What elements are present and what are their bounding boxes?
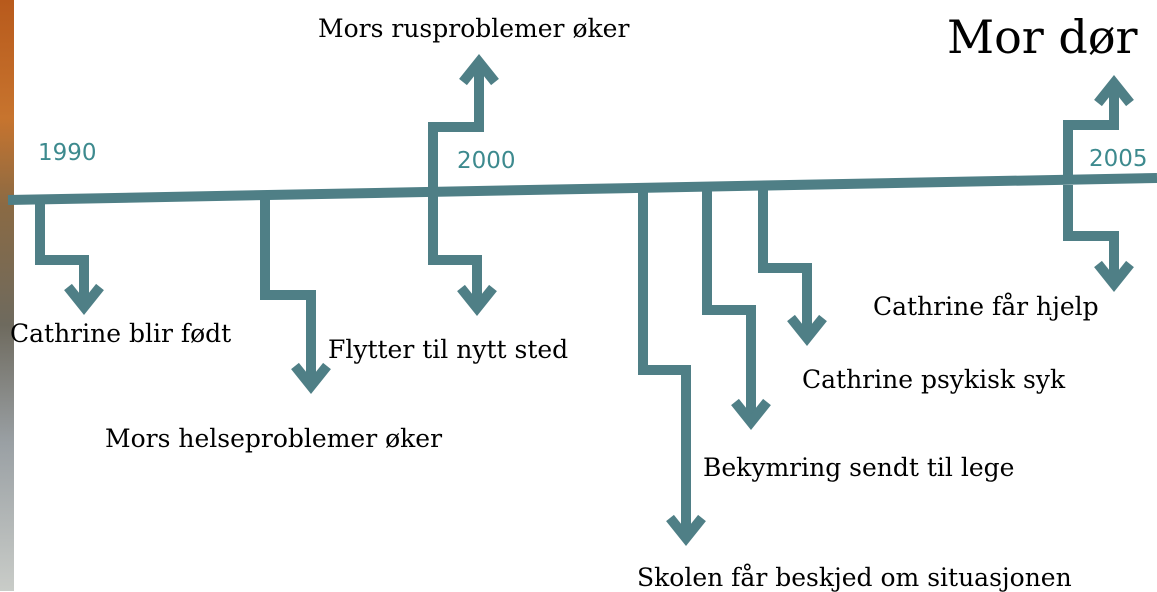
year-label-2005: 2005 — [1089, 146, 1148, 172]
connector-cathrine-fodt — [35, 200, 89, 305]
connector-mors-helse — [260, 198, 316, 385]
event-bekymring: Bekymring sendt til lege — [703, 453, 1015, 482]
arrowhead-down-icon — [1094, 260, 1134, 293]
event-flytter: Flytter til nytt sted — [328, 335, 569, 364]
connector-hjelp — [1063, 185, 1119, 283]
event-cathrine-psykisk-syk: Cathrine psykisk syk — [802, 365, 1066, 394]
year-label-2000: 2000 — [457, 148, 516, 174]
event-cathrine-far-hjelp: Cathrine får hjelp — [873, 292, 1099, 321]
connector-psykisk — [758, 189, 812, 337]
year-label-1990: 1990 — [38, 140, 97, 166]
arrowhead-down-icon — [291, 362, 331, 395]
arrowhead-up-icon — [459, 53, 499, 86]
arrowhead-down-icon — [731, 398, 771, 431]
connector-mors-rus — [428, 62, 484, 190]
arrowhead-down-icon — [787, 314, 827, 347]
background-photo-edge — [0, 0, 14, 591]
arrowhead-up-icon — [1094, 74, 1134, 107]
event-mor-dor: Mor dør — [947, 10, 1138, 64]
connector-mor-dor — [1063, 83, 1119, 180]
connector-skolen — [638, 192, 691, 537]
arrowhead-down-icon — [64, 283, 104, 316]
connector-bekymring — [702, 190, 756, 421]
event-mors-helseproblemer: Mors helseproblemer øker — [105, 424, 443, 453]
connector-flytter — [428, 195, 482, 307]
event-mors-rusproblemer: Mors rusproblemer øker — [318, 14, 630, 43]
event-cathrine-blir-fodt: Cathrine blir født — [10, 319, 232, 348]
arrowhead-down-icon — [666, 514, 706, 547]
arrowhead-down-icon — [457, 284, 497, 317]
timeline-axis — [7, 173, 1157, 205]
event-skolen: Skolen får beskjed om situasjonen — [637, 563, 1072, 592]
